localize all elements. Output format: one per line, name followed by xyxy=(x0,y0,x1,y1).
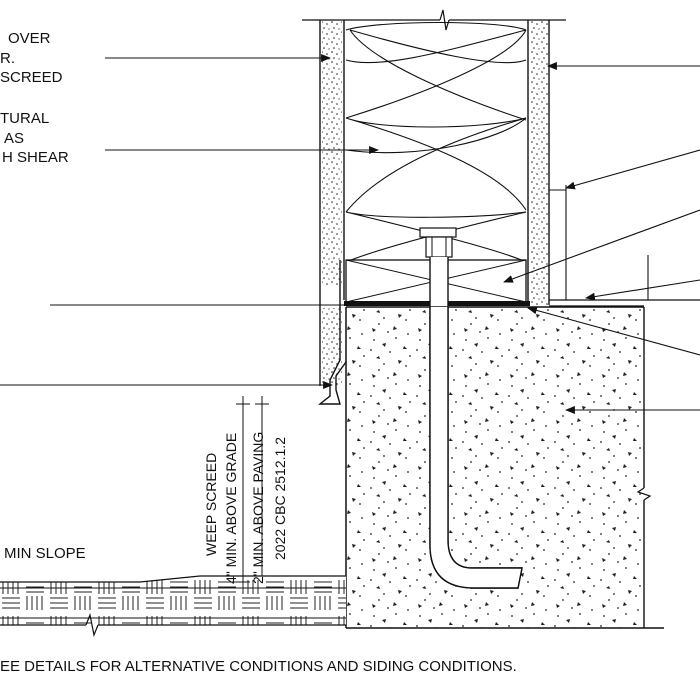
screed-callout-line2: R. xyxy=(0,50,15,67)
weep-screed xyxy=(318,260,347,405)
weep-screed-note-line2: 4" MIN. ABOVE GRADE xyxy=(223,432,239,584)
screed-callout-line1: OVER xyxy=(8,30,51,47)
min-slope-note: MIN SLOPE xyxy=(4,545,86,562)
leader-arrows xyxy=(0,54,700,414)
interior-slab xyxy=(549,185,700,307)
paving-section xyxy=(0,575,346,638)
dimension-lines xyxy=(236,396,269,583)
top-break-line xyxy=(302,9,566,31)
structural-callout-line2: AS xyxy=(4,130,25,147)
screed-callout-line3: SCREED xyxy=(0,69,63,86)
concrete-footing xyxy=(345,306,664,629)
weep-screed-note-line4: 2022 CBC 2512.1.2 xyxy=(272,437,288,560)
structural-callout-line1: TURAL xyxy=(0,110,50,127)
footer-note: EE DETAILS FOR ALTERNATIVE CONDITIONS AN… xyxy=(0,658,517,675)
interior-finish-layer xyxy=(527,20,550,305)
structural-callout-line3: H SHEAR xyxy=(2,149,69,166)
weep-screed-note-line1: WEEP SCREED xyxy=(203,452,219,556)
insulation-batts xyxy=(345,21,527,263)
weep-screed-note-line3: 2" MIN. ABOVE PAVING xyxy=(250,431,266,584)
